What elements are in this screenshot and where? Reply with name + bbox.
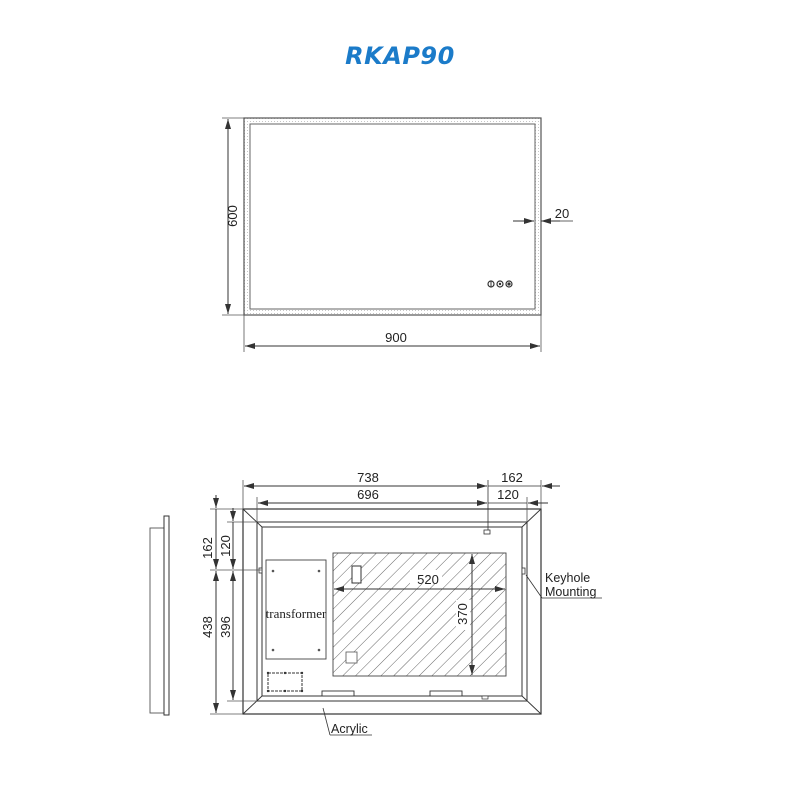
junction-box [267, 672, 303, 692]
hatch-width-label: 520 [417, 572, 439, 587]
dim-438-label: 438 [200, 616, 215, 638]
back-view: transformer 520 370 [200, 470, 602, 736]
sensor-square [345, 651, 358, 664]
light-icon [496, 280, 504, 288]
side-view [149, 515, 170, 716]
dim-120-top-label: 120 [497, 487, 519, 502]
dim-120-left-label: 120 [218, 535, 233, 557]
dim-738-label: 738 [357, 470, 379, 485]
power-icon [487, 280, 495, 288]
dim-696-label: 696 [357, 487, 379, 502]
top-keyhole [483, 529, 491, 535]
model-title: RKAP90 [345, 42, 455, 70]
left-keyhole [258, 567, 263, 574]
bottom-bracket-left [321, 690, 355, 697]
bottom-bracket-right [429, 690, 463, 697]
side-profile-glass [163, 515, 170, 716]
hatch-height-label: 370 [455, 603, 470, 625]
acrylic-callout-label: Acrylic [331, 722, 368, 736]
keyhole-callout-line2: Mounting [545, 585, 596, 599]
dim-162-top-label: 162 [501, 470, 523, 485]
transformer-box [265, 559, 327, 660]
mirror-glass [249, 123, 536, 310]
transformer-label: transformer [266, 606, 327, 621]
right-keyhole [521, 567, 526, 575]
side-profile-box [149, 527, 166, 714]
dim-162-left-label: 162 [200, 537, 215, 559]
dim-396-label: 396 [218, 616, 233, 638]
width-dimension-label: 900 [385, 330, 407, 345]
front-view: 600 900 20 [222, 117, 573, 352]
defog-icon [505, 280, 513, 288]
border-dimension-label: 20 [555, 206, 569, 221]
height-dimension-label: 600 [225, 205, 240, 227]
switch-module [351, 565, 362, 584]
touch-buttons [487, 280, 513, 288]
keyhole-callout-line1: Keyhole [545, 571, 590, 585]
